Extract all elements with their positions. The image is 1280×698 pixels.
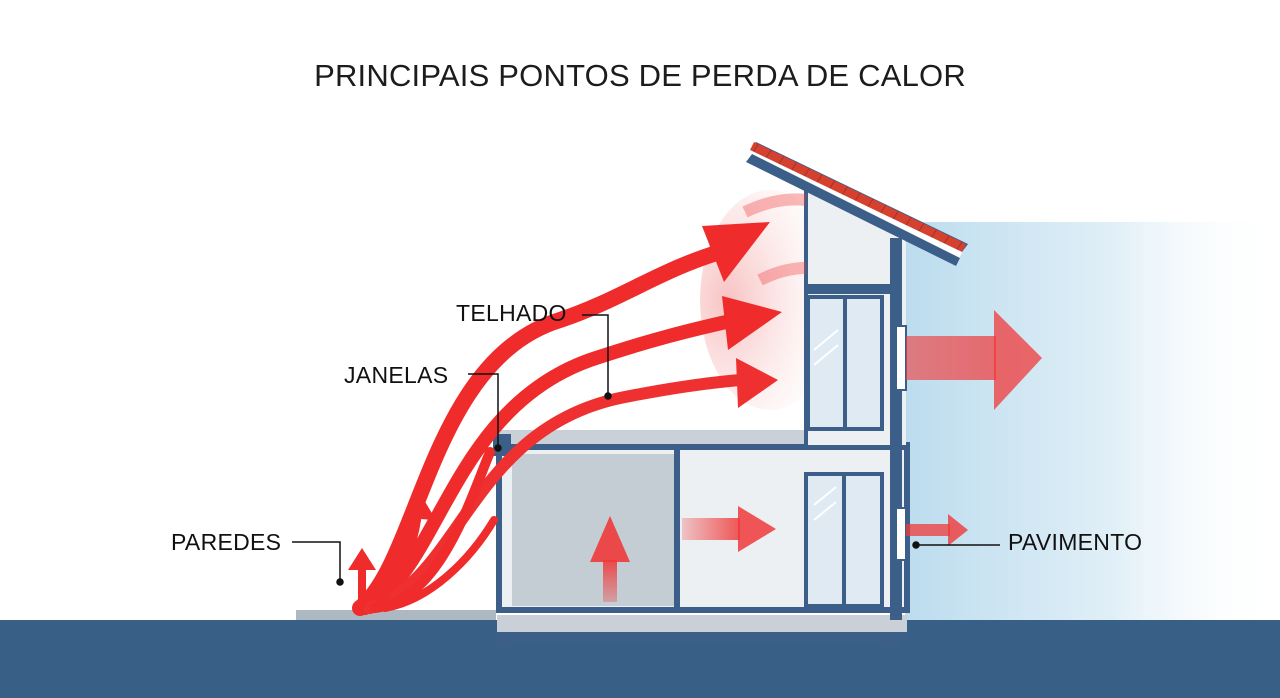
vent-lower bbox=[895, 507, 907, 561]
leader-pavimento bbox=[912, 541, 1000, 549]
window-icon bbox=[806, 295, 884, 431]
label-janelas: JANELAS bbox=[344, 362, 449, 388]
diagram-title: PRINCIPAIS PONTOS DE PERDA DE CALOR bbox=[314, 58, 966, 93]
label-telhado: TELHADO bbox=[456, 300, 567, 326]
foundation-leg-right bbox=[886, 632, 900, 648]
heat-arrow-icon bbox=[352, 222, 770, 616]
mid-slab bbox=[499, 430, 894, 444]
window-icon bbox=[804, 472, 884, 608]
foundation bbox=[497, 615, 907, 635]
lower-room-shade bbox=[512, 454, 674, 606]
heat-arrow-icon bbox=[682, 506, 776, 552]
heat-arrow-icon bbox=[375, 490, 436, 611]
heat-arrow-icon bbox=[381, 516, 498, 612]
heat-arrow-icon bbox=[742, 193, 807, 286]
heat-arrow-icon bbox=[906, 514, 968, 546]
heat-arrow-icon bbox=[906, 310, 1042, 410]
cold-air-zone bbox=[905, 222, 1280, 622]
foundation-leg-left bbox=[497, 632, 511, 648]
mid-slab-edge bbox=[499, 444, 907, 450]
leader-janelas bbox=[468, 373, 502, 452]
leader-paredes bbox=[292, 541, 344, 586]
roof-icon bbox=[744, 142, 968, 266]
leader-telhado bbox=[582, 314, 612, 400]
ground-slab-left bbox=[296, 610, 496, 620]
foundation-edge bbox=[497, 632, 907, 642]
label-pavimento: PAVIMENTO bbox=[1008, 529, 1143, 555]
label-paredes: PAREDES bbox=[171, 529, 282, 555]
heat-arrow-icon bbox=[348, 548, 376, 606]
vent-upper bbox=[895, 325, 907, 391]
heat-arrow-icon bbox=[364, 358, 778, 614]
heat-arrow-icon bbox=[590, 516, 630, 602]
upper-floor-beam bbox=[806, 284, 896, 294]
heat-arrow-icon bbox=[358, 296, 782, 615]
